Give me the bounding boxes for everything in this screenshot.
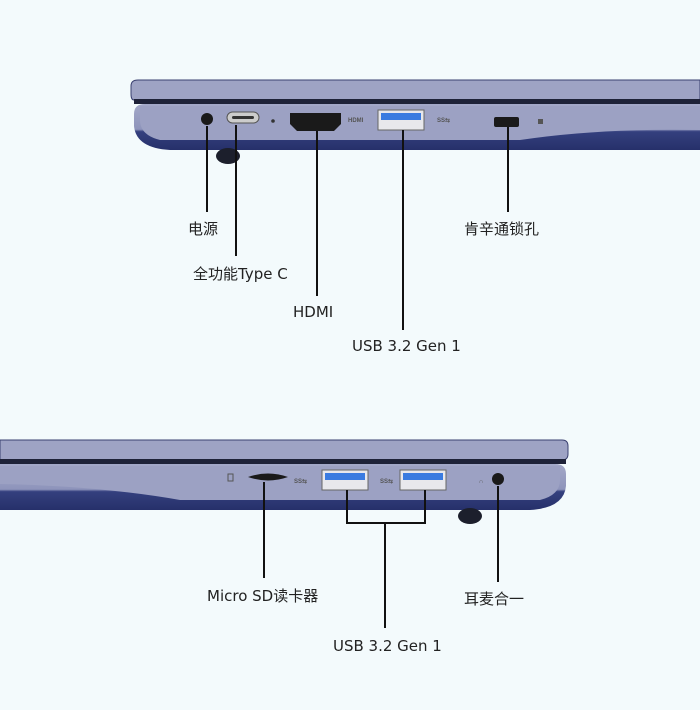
laptop-left-side: HDMI SS⇆ (130, 79, 700, 164)
superspeed-icon: SS⇆ (294, 477, 307, 485)
hinge-gap (134, 99, 700, 104)
rubber-foot (458, 508, 482, 524)
label-audio: 耳麦合一 (464, 590, 524, 608)
status-led (271, 119, 275, 123)
label-sd: Micro SD读卡器 (207, 587, 318, 605)
usb-tongue (325, 473, 365, 480)
label-usb: USB 3.2 Gen 1 (352, 337, 461, 355)
lid (130, 79, 700, 101)
micro-sd-slot (248, 473, 288, 481)
hdmi-marking: HDMI (348, 118, 364, 124)
callouts-top: 电源 全功能Type C HDMI USB 3.2 Gen 1 肯辛通锁孔 (188, 125, 539, 355)
lid (0, 439, 569, 461)
label-typec: 全功能Type C (193, 265, 288, 283)
kensington-lock-slot (494, 117, 519, 127)
usb-tongue (381, 113, 421, 120)
label-power: 电源 (188, 220, 218, 238)
label-hdmi: HDMI (293, 303, 333, 321)
callouts-bottom: Micro SD读卡器 USB 3.2 Gen 1 耳麦合一 (207, 482, 524, 655)
laptop-right-side: SS⇆ SS⇆ ∩ (0, 439, 569, 524)
audio-jack (492, 473, 504, 485)
sd-card-icon (227, 473, 234, 482)
headphone-icon: ∩ (479, 479, 483, 485)
typec-slot (232, 116, 254, 119)
hdmi-port (290, 113, 341, 131)
label-lock: 肯辛通锁孔 (464, 220, 539, 238)
hinge-gap (0, 459, 566, 464)
power-jack (201, 113, 213, 125)
usb-tongue (403, 473, 443, 480)
label-usb: USB 3.2 Gen 1 (333, 637, 442, 655)
superspeed-icon: SS⇆ (437, 116, 450, 124)
rubber-foot (216, 148, 240, 164)
superspeed-icon: SS⇆ (380, 477, 393, 485)
lock-icon (538, 119, 543, 124)
